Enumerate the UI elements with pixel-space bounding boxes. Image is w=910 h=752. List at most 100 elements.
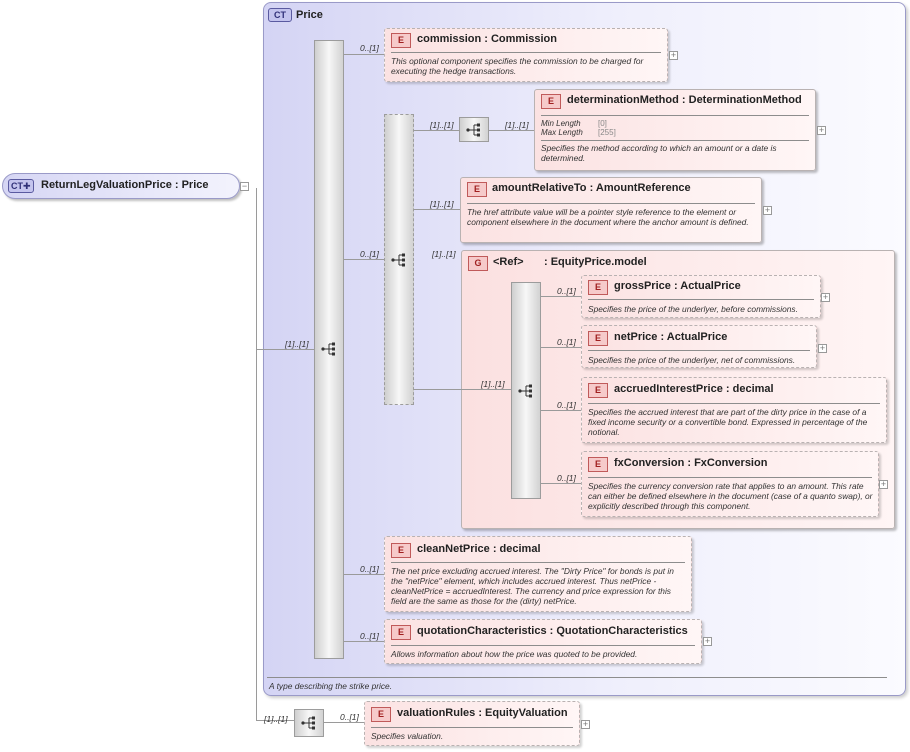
element-doc: Specifies the currency conversion rate t… [588,481,873,511]
element-accrued-interest-price[interactable]: E accruedInterestPrice : decimal Specifi… [581,377,887,443]
expand-toggle[interactable]: + [879,479,888,489]
divider [391,52,661,53]
connector [541,483,581,484]
connector [344,574,384,575]
connector [414,130,459,131]
element-name: fxConversion [614,457,685,469]
element-doc: Specifies the method according to which … [541,143,777,163]
expand-toggle[interactable]: + [669,50,678,60]
multiplicity: 0..[1] [360,43,379,53]
connector [256,720,294,721]
divider [267,677,887,678]
facet-label: Min Length [541,119,581,128]
element-type: : DeterminationMethod [681,94,802,106]
element-amount-relative-to[interactable]: E amountRelativeTo : AmountReference The… [460,177,762,243]
element-type: : FxConversion [687,457,768,469]
facet-label: Max Length [541,128,583,137]
element-badge: E [541,94,561,109]
expand-toggle[interactable]: + [821,292,830,302]
divider [467,203,755,204]
multiplicity: 0..[1] [557,473,576,483]
element-doc: The href attribute value will be a point… [467,207,749,227]
collapse-toggle[interactable]: − [240,181,249,191]
sequence-icon [466,123,480,137]
element-valuation-rules[interactable]: E valuationRules : EquityValuation Speci… [364,701,580,746]
element-doc: The net price excluding accrued interest… [391,566,674,606]
expand-toggle[interactable]: + [818,343,827,353]
multiplicity: 0..[1] [557,337,576,347]
element-badge: E [588,457,608,472]
connector [344,259,384,260]
element-doc: Specifies the price of the underlyer, ne… [588,355,796,365]
element-badge: E [391,625,411,640]
element-doc: Specifies the accrued interest that are … [588,407,868,437]
price-type-title: Price [296,9,323,21]
root-title: ReturnLegValuationPrice : Price [41,179,209,191]
element-commission[interactable]: E commission : Commission This optional … [384,28,668,82]
element-gross-price[interactable]: E grossPrice : ActualPrice Specifies the… [581,275,821,318]
multiplicity: [1]..[1] [481,379,505,389]
multiplicity: 0..[1] [360,564,379,574]
divider [588,477,872,478]
connector [541,347,581,348]
choice-icon [391,253,405,267]
connector [541,410,581,411]
divider [371,727,573,728]
divider [588,350,810,351]
element-type: : ActualPrice [660,331,728,343]
element-clean-net-price[interactable]: E cleanNetPrice : decimal The net price … [384,536,692,612]
connector [461,389,511,390]
price-type-doc: A type describing the strike price. [269,681,393,691]
sequence-icon [301,716,315,730]
expand-toggle[interactable]: + [763,205,772,215]
multiplicity: 0..[1] [557,286,576,296]
connector [541,296,581,297]
connector [344,54,384,55]
element-badge: E [467,182,487,197]
element-name: grossPrice [614,280,671,292]
facet-value: [255] [598,128,616,137]
element-badge: E [588,383,608,398]
multiplicity: [1]..[1] [264,714,288,724]
divider [588,403,880,404]
element-type: : AmountReference [589,182,691,194]
root-complex-type[interactable]: CT✚ ReturnLegValuationPrice : Price [2,173,240,199]
element-type: : ActualPrice [673,280,741,292]
element-badge: E [391,543,411,558]
divider [541,140,809,141]
connector [256,349,314,350]
connector [344,641,384,642]
expand-toggle[interactable]: + [581,719,590,729]
element-type: : decimal [725,383,774,395]
facet-value: [0] [598,119,607,128]
multiplicity: [1]..[1] [285,339,309,349]
sequence-icon [518,384,532,398]
element-badge: E [371,707,391,722]
multiplicity: 0..[1] [360,249,379,259]
group-name: : EquityPrice.model [544,256,647,268]
element-type: : decimal [492,543,541,555]
group-ref: <Ref> [493,256,524,268]
divider [391,645,695,646]
element-name: amountRelativeTo [492,182,587,194]
element-determination-method[interactable]: E determinationMethod : DeterminationMet… [534,89,816,171]
element-name: quotationCharacteristics [417,625,547,637]
element-type: : EquityValuation [478,707,568,719]
element-name: commission [417,33,482,45]
element-type: : Commission [484,33,557,45]
multiplicity: [1]..[1] [430,120,454,130]
expand-toggle[interactable]: + [817,125,826,135]
multiplicity: 0..[1] [360,631,379,641]
multiplicity: 0..[1] [340,712,359,722]
element-doc: Specifies valuation. [371,731,444,741]
element-quotation-characteristics[interactable]: E quotationCharacteristics : QuotationCh… [384,619,702,664]
element-badge: E [588,331,608,346]
connector [324,722,364,723]
element-fx-conversion[interactable]: E fxConversion : FxConversion Specifies … [581,451,879,517]
multiplicity: [1]..[1] [432,249,456,259]
element-name: valuationRules [397,707,476,719]
element-net-price[interactable]: E netPrice : ActualPrice Specifies the p… [581,325,817,368]
expand-toggle[interactable]: + [703,636,712,646]
element-doc: This optional component specifies the co… [391,56,644,76]
multiplicity: [1]..[1] [505,120,529,130]
